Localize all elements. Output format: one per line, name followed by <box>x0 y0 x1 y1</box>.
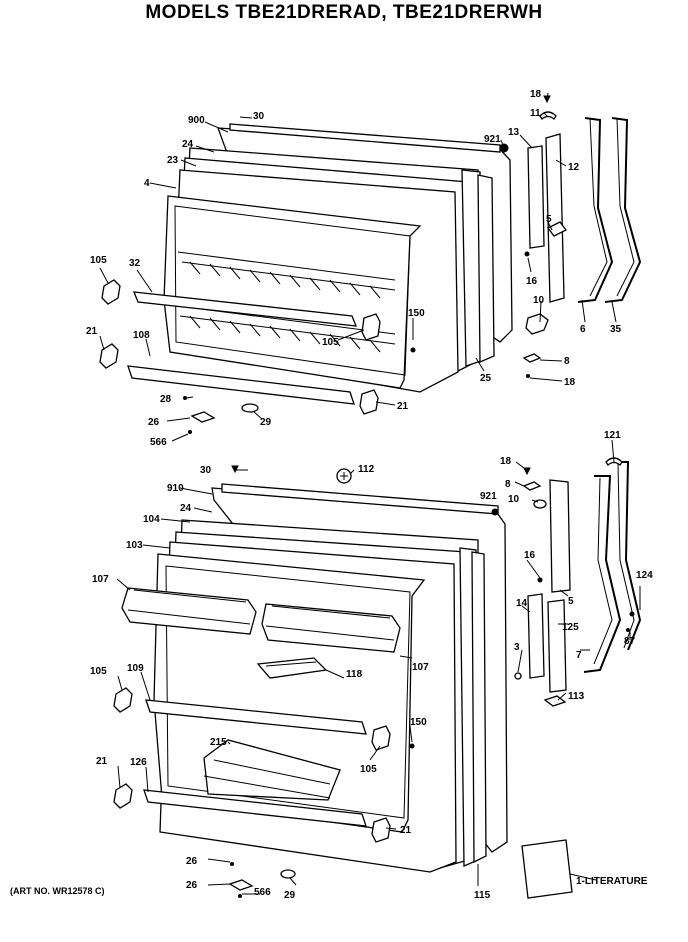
label-150: 150 <box>408 308 425 319</box>
label-26: 26 <box>148 417 160 428</box>
fresh-food-handle-bar <box>583 475 622 673</box>
label-12: 12 <box>568 162 580 173</box>
label-10b: 10 <box>508 494 520 505</box>
label-10: 10 <box>533 295 545 306</box>
fresh-food-door-assembly <box>113 439 642 899</box>
label-21: 21 <box>86 326 98 337</box>
label-115: 115 <box>474 890 491 901</box>
label-24b: 24 <box>180 503 192 514</box>
label-124: 124 <box>636 570 653 581</box>
art-number: (ART NO. WR12578 C) <box>10 886 105 896</box>
label-24: 24 <box>182 139 194 150</box>
label-7: 7 <box>576 650 582 661</box>
label-921: 921 <box>484 134 501 145</box>
freezer-handle-bar <box>577 117 614 303</box>
label-13: 13 <box>508 127 520 138</box>
label-8b: 8 <box>505 479 511 490</box>
label-11: 11 <box>530 108 541 119</box>
fresh-food-shelf-bar-lower <box>143 789 367 827</box>
label-8: 8 <box>564 356 570 367</box>
label-105: 105 <box>90 255 107 266</box>
page-title: MODELS TBE21DRERAD, TBE21DRERWH <box>145 2 543 23</box>
label-126: 126 <box>130 757 147 768</box>
label-6: 6 <box>580 324 586 335</box>
label-109: 109 <box>127 663 144 674</box>
freezer-door-assembly <box>99 92 642 442</box>
label-566: 566 <box>150 437 167 448</box>
label-29: 29 <box>260 417 272 428</box>
label-28: 28 <box>160 394 172 405</box>
label-87: 87 <box>624 636 636 647</box>
label-104: 104 <box>143 514 160 525</box>
label-14: 14 <box>516 598 528 609</box>
label-121: 121 <box>604 430 621 441</box>
label-26b: 26 <box>186 856 198 867</box>
label-215: 215 <box>210 737 227 748</box>
label-103: 103 <box>126 540 143 551</box>
label-105c: 105 <box>90 666 107 677</box>
freezer-door-liner <box>163 195 422 389</box>
label-30b: 30 <box>200 465 212 476</box>
label-4: 4 <box>144 178 150 189</box>
label-literature: 1-LITERATURE <box>576 876 648 887</box>
freezer-shelf-bar <box>132 291 358 327</box>
label-21d: 21 <box>400 825 412 836</box>
label-125: 125 <box>562 622 579 633</box>
label-16: 16 <box>526 276 538 287</box>
label-566b: 566 <box>254 887 271 898</box>
label-18: 18 <box>530 89 542 100</box>
label-18c: 18 <box>500 456 512 467</box>
label-3: 3 <box>514 642 520 653</box>
label-105b: 105 <box>322 337 339 348</box>
label-910: 910 <box>167 483 184 494</box>
label-21b: 21 <box>397 401 409 412</box>
label-5: 5 <box>546 214 552 225</box>
label-16b: 16 <box>524 550 536 561</box>
label-900: 900 <box>188 115 205 126</box>
label-107: 107 <box>92 574 109 585</box>
label-25: 25 <box>480 373 492 384</box>
label-29b: 29 <box>284 890 296 901</box>
label-18b: 18 <box>564 377 576 388</box>
label-113: 113 <box>568 691 585 702</box>
door-bin-215 <box>203 739 341 801</box>
label-5b: 5 <box>568 596 574 607</box>
label-26c: 26 <box>186 880 198 891</box>
label-21c: 21 <box>96 756 108 767</box>
fresh-food-hinge-strip <box>549 479 571 593</box>
label-112: 112 <box>358 464 375 475</box>
label-105d: 105 <box>360 764 377 775</box>
label-921b: 921 <box>480 491 497 502</box>
freezer-shelf-bar-lower <box>127 365 355 405</box>
label-23: 23 <box>167 155 179 166</box>
label-35: 35 <box>610 324 622 335</box>
label-107b: 107 <box>412 662 429 673</box>
label-30: 30 <box>253 111 265 122</box>
freezer-hinge-strip <box>527 145 545 249</box>
shelf-cap-icon <box>101 279 121 305</box>
label-150b: 150 <box>410 717 427 728</box>
literature-sheet-icon <box>521 839 573 899</box>
label-32: 32 <box>129 258 141 269</box>
fresh-food-shelf-bar <box>145 699 367 735</box>
label-108: 108 <box>133 330 150 341</box>
label-118: 118 <box>346 669 363 680</box>
